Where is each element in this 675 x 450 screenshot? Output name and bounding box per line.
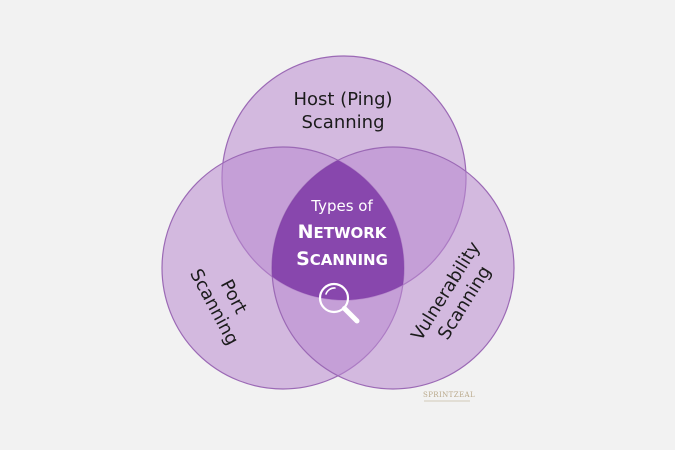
center-title-line2: SCANNING bbox=[296, 248, 388, 270]
top-label-line2: Scanning bbox=[301, 112, 384, 133]
center-subtitle: Types of bbox=[310, 197, 373, 215]
center-title-line1: NETWORK bbox=[298, 221, 388, 243]
center-intersection bbox=[272, 147, 404, 300]
magnifying-glass-icon bbox=[318, 282, 360, 324]
top-label-line1: Host (Ping) bbox=[293, 89, 392, 110]
watermark-logo: SPRINTZEAL bbox=[423, 391, 475, 399]
